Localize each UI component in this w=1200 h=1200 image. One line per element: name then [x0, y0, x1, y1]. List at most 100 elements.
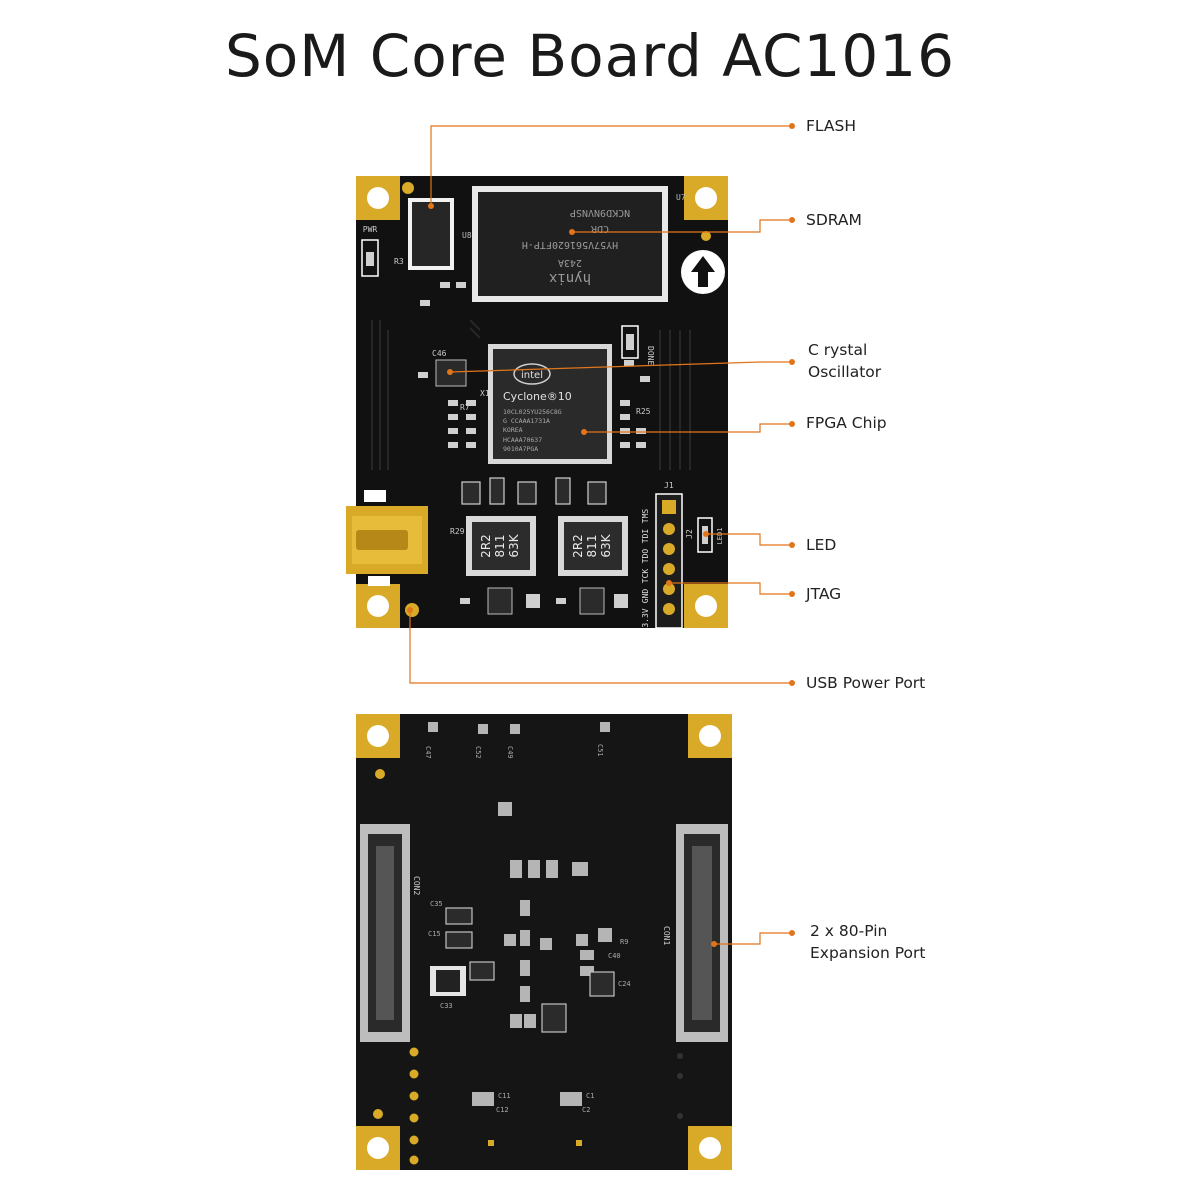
- back-mounting-hole-tr: [688, 714, 732, 758]
- silk-c40: C40: [608, 952, 621, 960]
- silk-c33: C33: [440, 1002, 453, 1010]
- callout-expansion-line2: Expansion Port: [810, 944, 926, 962]
- callout-jtag: JTAG: [806, 585, 842, 603]
- dot-sdram: [569, 229, 575, 235]
- dot-led: [703, 531, 709, 537]
- silk-c47: C47: [424, 746, 432, 759]
- connector-con2: CON2: [360, 824, 421, 1042]
- silk-r25: R25: [636, 407, 651, 416]
- silk-c1: C1: [586, 1092, 594, 1100]
- callout-expansion: 2 x 80-Pin Expansion Port: [810, 920, 925, 964]
- front-board: U8 NCKD9NVNSP CDR HY57V561620FTP-H 243A …: [346, 176, 728, 629]
- leader-usb: [409, 610, 790, 684]
- mounting-hole-tr: [684, 176, 728, 220]
- silk-con2: CON2: [412, 876, 421, 895]
- fpga-line-1: 10CL025YU256C8G: [503, 408, 562, 416]
- dot-fpga: [581, 429, 587, 435]
- dot-jtag-end: [789, 591, 795, 597]
- silk-c35: C35: [430, 900, 443, 908]
- sdram-line-2: CDR: [590, 223, 609, 234]
- callout-dots: [407, 123, 795, 947]
- silk-c51: C51: [596, 744, 604, 757]
- silk-c15: C15: [428, 930, 441, 938]
- dot-crystal: [447, 369, 453, 375]
- leader-flash: [430, 125, 790, 206]
- connector-con1: CON1: [662, 824, 728, 1042]
- silk-j1: J1: [664, 481, 674, 490]
- fpga-line-4: HCAAA70637: [503, 436, 542, 444]
- back-board: CON2 CON1 C47 C52 C49 C51: [356, 714, 732, 1170]
- inductor-2: 2R2 811 63K: [558, 516, 628, 576]
- back-mounting-hole-br: [688, 1126, 732, 1170]
- jtag-header: 3.3V GND TCK TDO TDI TMS J1: [641, 481, 683, 629]
- leader-sdram: [572, 219, 790, 233]
- usb-port: R29: [346, 490, 465, 586]
- silk-c12: C12: [496, 1106, 509, 1114]
- callout-leaders: [409, 125, 790, 945]
- dot-fpga-end: [789, 421, 795, 427]
- inductor-1-mark-2: 811: [493, 535, 507, 558]
- dot-flash: [428, 203, 434, 209]
- silk-c11: C11: [498, 1092, 511, 1100]
- dot-usb-end: [789, 680, 795, 686]
- flash-chip: U8: [408, 198, 472, 270]
- silk-c46: C46: [432, 349, 447, 358]
- fpga-name: Cyclone®10: [503, 390, 572, 403]
- fpga-chip: intel Cyclone®10 10CL025YU256C8G G CCAAA…: [460, 344, 651, 464]
- silk-r9: R9: [620, 938, 628, 946]
- callout-fpga: FPGA Chip: [806, 414, 887, 432]
- inductor-1: 2R2 811 63K: [466, 516, 536, 576]
- leader-led: [706, 533, 790, 546]
- jtag-pin-tdo: TDO: [641, 549, 650, 564]
- callout-crystal: C rystal Oscillator: [808, 339, 881, 383]
- dot-sdram-end: [789, 217, 795, 223]
- callout-expansion-line1: 2 x 80-Pin: [810, 922, 888, 940]
- jtag-pin-tck: TCK: [641, 569, 650, 584]
- fpga-line-5: 9010A7PGA: [503, 445, 538, 453]
- silk-r3: R3: [394, 257, 404, 266]
- dot-led-end: [789, 542, 795, 548]
- sdram-line-4: 243A: [558, 257, 582, 268]
- silk-c52: C52: [474, 746, 482, 759]
- silk-con1: CON1: [662, 926, 671, 945]
- mounting-hole-br: [684, 584, 728, 628]
- callout-led: LED: [806, 536, 837, 554]
- silk-u8: U8: [462, 231, 472, 240]
- silk-r7: R7: [460, 403, 470, 412]
- callout-flash: FLASH: [806, 117, 857, 135]
- sdram-chip: NCKD9NVNSP CDR HY57V561620FTP-H 243A hyn…: [472, 186, 686, 302]
- page-title: SoM Core Board AC1016: [224, 22, 956, 90]
- inductor-2-mark-1: 2R2: [571, 534, 585, 558]
- dot-flash-end: [789, 123, 795, 129]
- leader-jtag: [669, 582, 790, 595]
- silk-j2: R29: [450, 527, 465, 536]
- dot-expansion-end: [789, 930, 795, 936]
- inductor-2-mark-3: 63K: [599, 533, 613, 557]
- leader-crystal: [449, 361, 790, 373]
- callout-usb: USB Power Port: [806, 674, 926, 692]
- silk-c2: C2: [582, 1106, 590, 1114]
- jtag-pin-gnd: GND: [641, 589, 650, 604]
- done-led: DONE: [621, 325, 655, 365]
- jtag-pin-tms: TMS: [641, 509, 650, 524]
- dot-expansion: [711, 941, 717, 947]
- leader-expansion: [714, 932, 790, 945]
- jtag-pin-3v3: 3.3V: [641, 608, 650, 627]
- silk-x1: X1: [480, 389, 490, 398]
- fpga-line-2: G CCAAA1731A: [503, 417, 550, 425]
- silk-r29: J2: [685, 529, 694, 539]
- silk-c49: C49: [506, 746, 514, 759]
- back-regulator: [430, 966, 466, 996]
- silk-led1: LED1: [716, 528, 724, 545]
- mounting-hole-bl: [356, 584, 400, 628]
- fpga-line-3: KOREA: [503, 426, 523, 434]
- sdram-line-5: hynix: [549, 270, 591, 286]
- dot-jtag: [666, 580, 672, 586]
- inductor-1-mark-1: 2R2: [479, 534, 493, 558]
- callout-crystal-line2: Oscillator: [808, 363, 882, 381]
- pwr-led: PWR R3: [361, 225, 404, 277]
- jtag-pin-tdi: TDI: [641, 529, 650, 544]
- sdram-line-1: NCKD9NVNSP: [570, 207, 630, 218]
- back-mounting-hole-tl: [356, 714, 400, 758]
